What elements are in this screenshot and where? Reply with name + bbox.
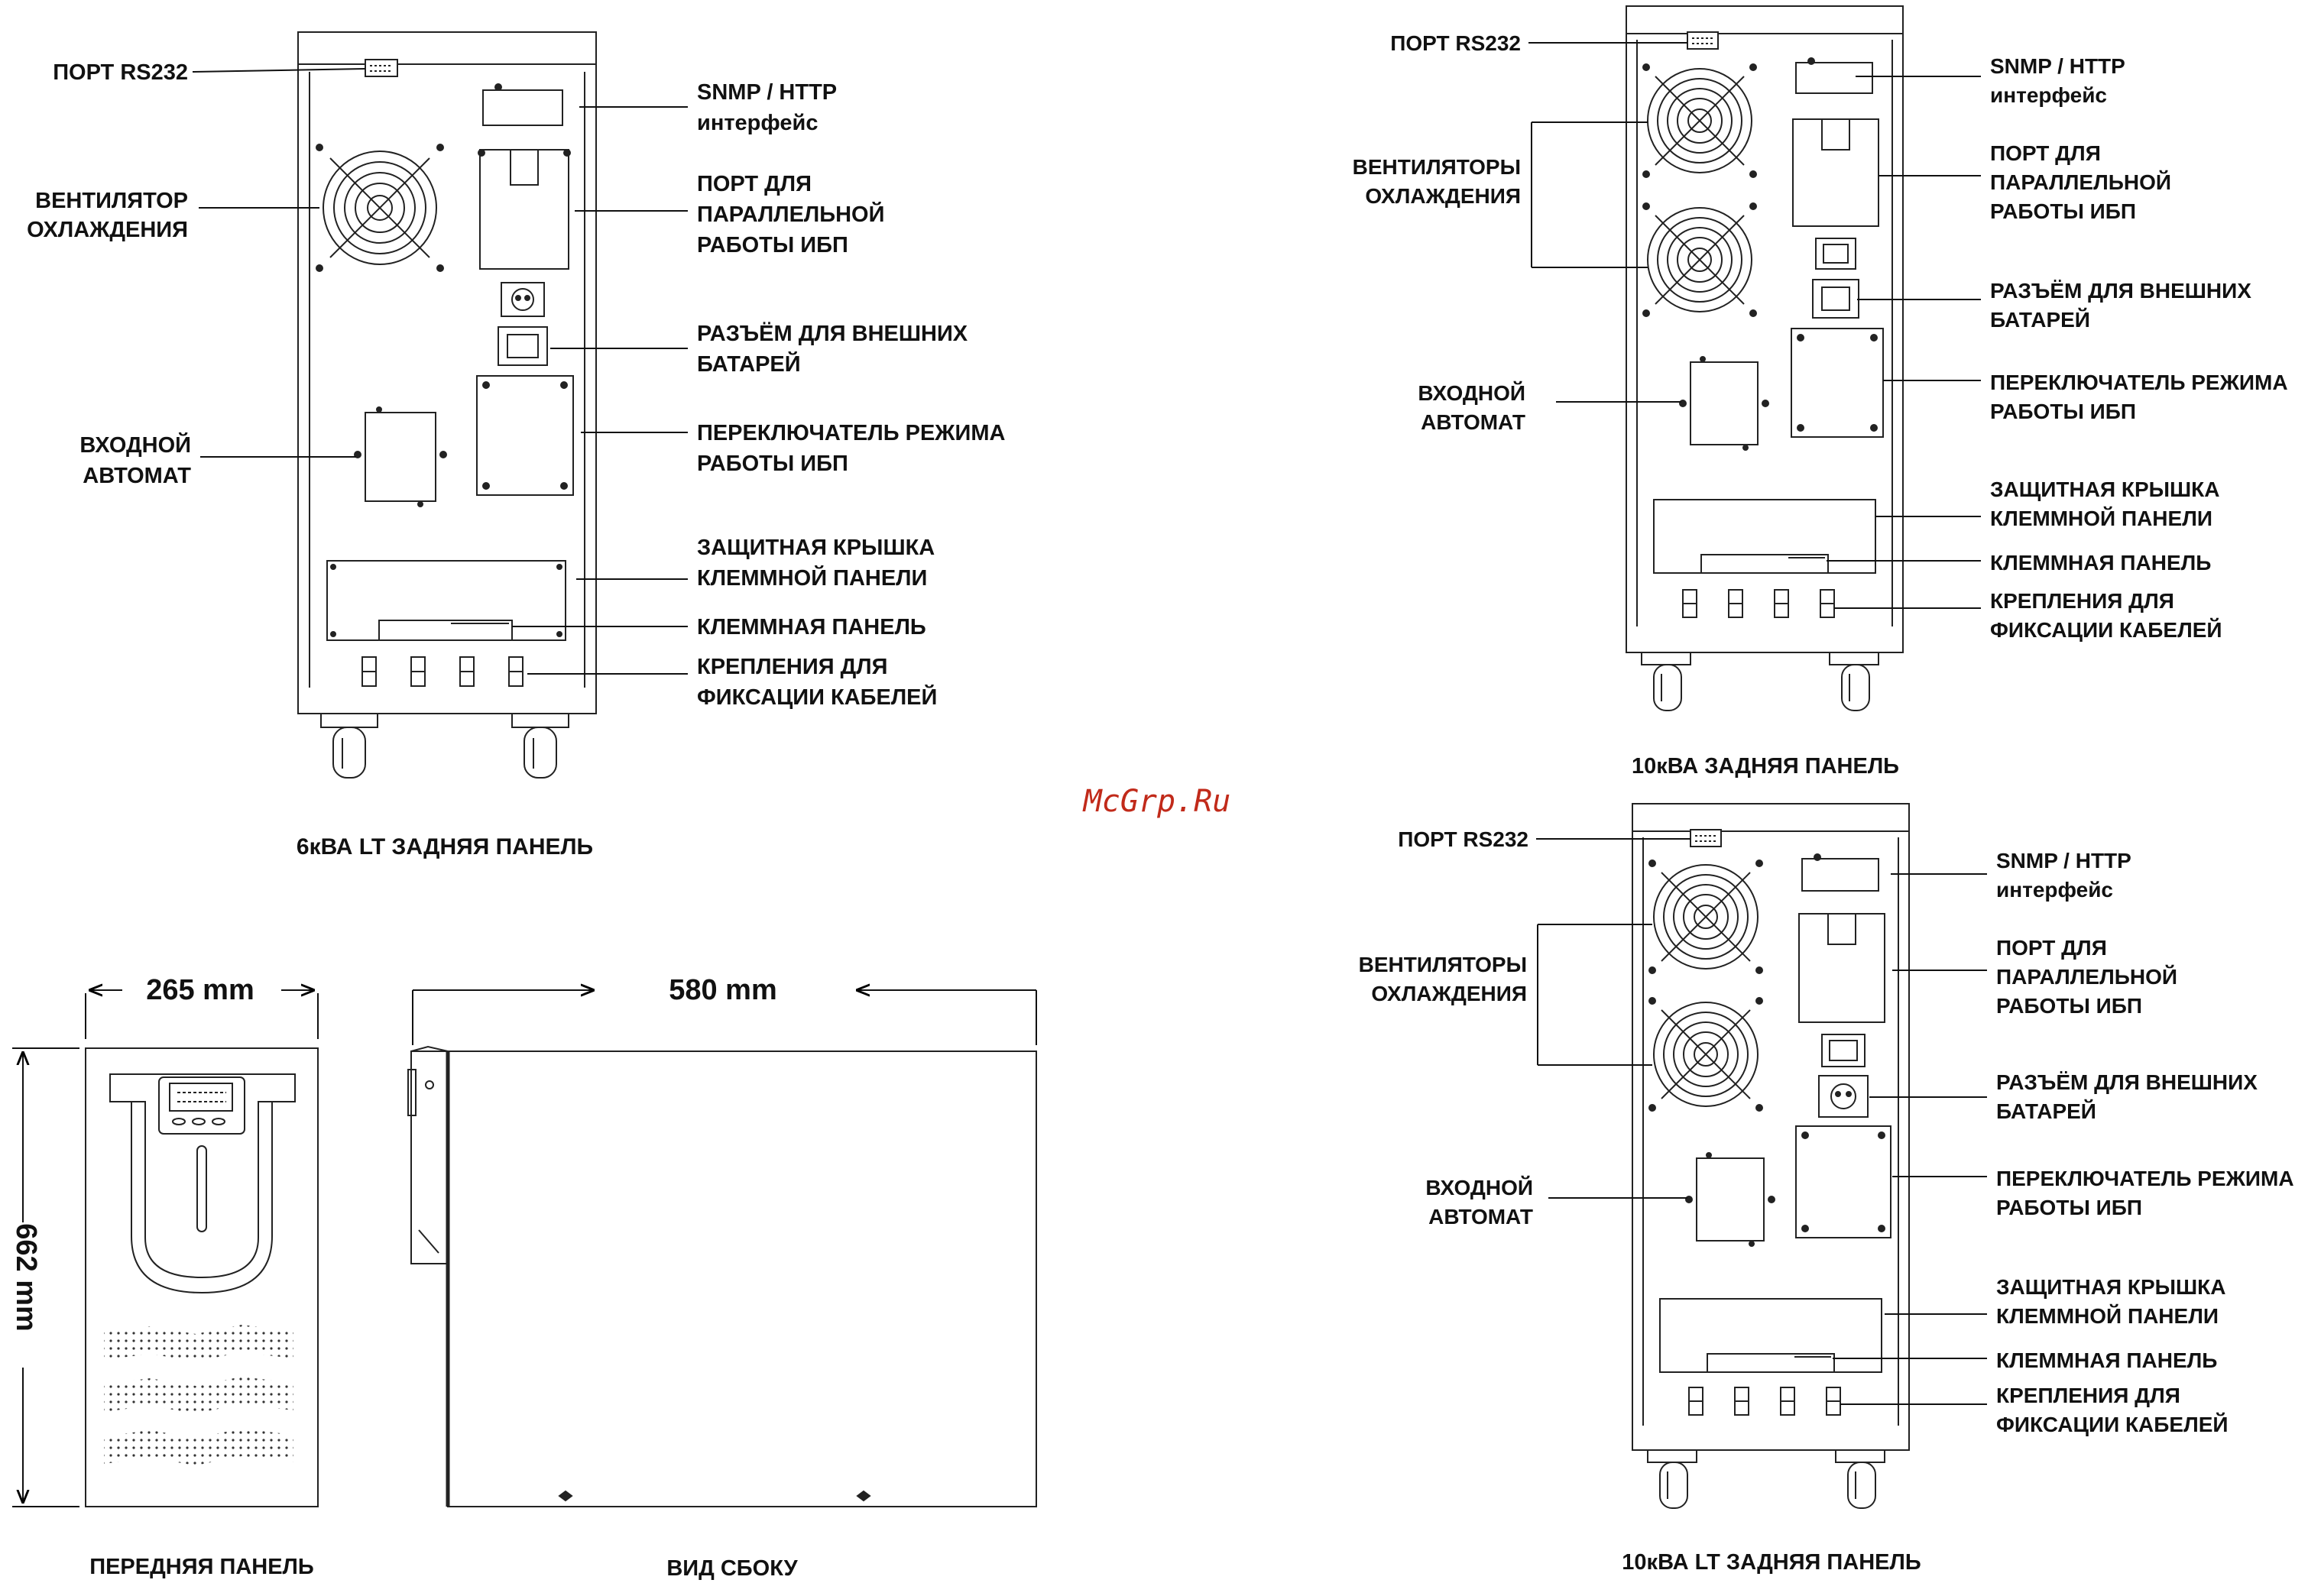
- rear-panel-10kva-lt-labels: ПОРТ RS232 SNMP / HTTP интерфейс ВЕНТИЛЯ…: [1359, 827, 2294, 1436]
- side-dimension-lines: [412, 990, 1037, 1045]
- label-cable-clamps: ФИКСАЦИИ КАБЕЛЕЙ: [697, 684, 937, 710]
- label-cooling-fans: ВЕНТИЛЯТОРЫ: [1359, 953, 1527, 976]
- cooling-fan-bottom-icon: [1648, 997, 1763, 1112]
- caster-wheels-icon: [320, 713, 569, 779]
- label-parallel-port: ПОРТ ДЛЯ: [697, 172, 812, 196]
- input-breaker-icon: [354, 406, 447, 507]
- label-terminal-cover: ЗАЩИТНАЯ КРЫШКА: [697, 536, 935, 560]
- label-cable-clamps: КРЕПЛЕНИЯ ДЛЯ: [697, 655, 887, 679]
- label-cable-clamps: КРЕПЛЕНИЯ ДЛЯ: [1996, 1384, 2180, 1407]
- label-terminal-panel: КЛЕММНАЯ ПАНЕЛЬ: [697, 615, 926, 639]
- battery-connector-icon: [498, 282, 548, 366]
- label-parallel-port: РАБОТЫ ИБП: [697, 233, 848, 257]
- label-parallel-port: ПОРТ ДЛЯ: [1996, 936, 2107, 960]
- rear-panel-10kva-labels: ПОРТ RS232 SNMP / HTTP интерфейс ВЕНТИЛЯ…: [1353, 31, 2288, 642]
- parallel-port-icon: [478, 149, 571, 270]
- label-terminal-cover: КЛЕММНОЙ ПАНЕЛИ: [697, 565, 927, 591]
- caption-10kva-rear: 10кВА ЗАДНЯЯ ПАНЕЛЬ: [1632, 754, 1899, 779]
- label-input-breaker: ВХОДНОЙ: [79, 432, 191, 458]
- caption-6kva-lt-rear: 6кВА LT ЗАДНЯЯ ПАНЕЛЬ: [297, 834, 593, 860]
- label-parallel-port: ПОРТ ДЛЯ: [1990, 141, 2101, 165]
- label-mode-switch: ПЕРЕКЛЮЧАТЕЛЬ РЕЖИМА: [1996, 1167, 2294, 1190]
- label-battery-connector: БАТАРЕЙ: [1990, 307, 2090, 332]
- label-cable-clamps: ФИКСАЦИИ КАБЕЛЕЙ: [1990, 617, 2222, 642]
- dimension-width: 265 mm: [146, 974, 254, 1006]
- cooling-fan-top-icon: [1648, 860, 1763, 974]
- cooling-fan-icon: [316, 144, 444, 272]
- caption-side-view: ВИД СБОКУ: [666, 1556, 798, 1581]
- label-input-breaker: АВТОМАТ: [83, 464, 191, 488]
- label-input-breaker: АВТОМАТ: [1421, 410, 1525, 434]
- label-cooling-fans: ВЕНТИЛЯТОРЫ: [1353, 155, 1521, 179]
- rear-panel-10kva-leaders: [1528, 42, 1981, 609]
- front-vent-grille-icon: [104, 1325, 293, 1465]
- rear-panel-6kva-lt-leaders: [192, 68, 688, 675]
- label-battery-connector: РАЗЪЁМ ДЛЯ ВНЕШНИХ: [1996, 1070, 2258, 1094]
- label-terminal-cover: ЗАЩИТНАЯ КРЫШКА: [1990, 478, 2220, 501]
- mode-switch-icon: [476, 375, 574, 496]
- label-terminal-cover: КЛЕММНОЙ ПАНЕЛИ: [1996, 1303, 2219, 1328]
- label-snmp-http: SNMP / HTTP: [1996, 849, 2131, 872]
- label-parallel-port: ПАРАЛЛЕЛЬНОЙ: [1996, 964, 2177, 989]
- label-snmp-interface: интерфейс: [1996, 878, 2113, 902]
- label-mode-switch: РАБОТЫ ИБП: [1996, 1196, 2142, 1219]
- label-cooling-fans: ОХЛАЖДЕНИЯ: [1365, 184, 1521, 208]
- label-parallel-port: РАБОТЫ ИБП: [1990, 199, 2136, 223]
- dimension-depth: 580 mm: [669, 974, 777, 1006]
- cooling-fan-bottom-icon: [1642, 202, 1757, 317]
- label-cable-clamps: ФИКСАЦИИ КАБЕЛЕЙ: [1996, 1412, 2229, 1436]
- front-bezel-icon: [109, 1073, 296, 1294]
- label-input-breaker: ВХОДНОЙ: [1418, 380, 1525, 405]
- label-rs232-port: ПОРТ RS232: [1398, 827, 1528, 851]
- label-parallel-port: РАБОТЫ ИБП: [1996, 994, 2142, 1018]
- rear-panel-6kva-lt: [297, 31, 597, 779]
- label-snmp-http: SNMP / HTTP: [1990, 54, 2125, 78]
- label-rs232-port: ПОРТ RS232: [1390, 31, 1521, 55]
- terminal-cover-icon: [326, 560, 566, 641]
- rear-panel-6kva-lt-labels: ПОРТ RS232 SNMP / HTTP интерфейс ВЕНТИЛЯ…: [27, 60, 1005, 710]
- label-snmp-http: SNMP / HTTP: [697, 80, 837, 105]
- dimension-height: 662 mm: [10, 1223, 42, 1332]
- label-battery-connector: БАТАРЕЙ: [697, 351, 801, 377]
- label-snmp-interface: интерфейс: [1990, 83, 2107, 107]
- label-parallel-port: ПАРАЛЛЕЛЬНОЙ: [1990, 170, 2171, 194]
- label-mode-switch: ПЕРЕКЛЮЧАТЕЛЬ РЕЖИМА: [1990, 371, 2288, 394]
- label-terminal-cover: КЛЕММНОЙ ПАНЕЛИ: [1990, 506, 2212, 530]
- caption-10kva-lt-rear: 10кВА LT ЗАДНЯЯ ПАНЕЛЬ: [1622, 1550, 1921, 1575]
- label-battery-connector: БАТАРЕЙ: [1996, 1099, 2096, 1123]
- label-cable-clamps: КРЕПЛЕНИЯ ДЛЯ: [1990, 589, 2174, 613]
- watermark: McGrp.Ru: [1082, 784, 1231, 819]
- caption-front-panel: ПЕРЕДНЯЯ ПАНЕЛЬ: [89, 1555, 313, 1579]
- label-input-breaker: ВХОДНОЙ: [1425, 1175, 1533, 1199]
- rear-panel-10kva-lt-leaders: [1536, 838, 1987, 1405]
- label-snmp-interface: интерфейс: [697, 111, 818, 135]
- label-mode-switch: РАБОТЫ ИБП: [697, 452, 848, 476]
- label-cooling-fan: ОХЛАЖДЕНИЯ: [27, 218, 188, 242]
- label-input-breaker: АВТОМАТ: [1428, 1205, 1533, 1229]
- front-panel: [85, 1047, 319, 1507]
- rear-panel-10kva-lt: [1632, 803, 1910, 1509]
- label-terminal-panel: КЛЕММНАЯ ПАНЕЛЬ: [1990, 551, 2211, 575]
- label-rs232-port: ПОРТ RS232: [53, 60, 188, 85]
- rear-panel-10kva: [1626, 5, 1904, 711]
- label-mode-switch: РАБОТЫ ИБП: [1990, 400, 2136, 423]
- label-cooling-fans: ОХЛАЖДЕНИЯ: [1371, 982, 1527, 1005]
- label-terminal-panel: КЛЕММНАЯ ПАНЕЛЬ: [1996, 1348, 2217, 1372]
- label-terminal-cover: ЗАЩИТНАЯ КРЫШКА: [1996, 1275, 2226, 1299]
- side-view: [407, 1045, 1037, 1507]
- front-dimension-lines: [12, 990, 319, 1507]
- label-battery-connector: РАЗЪЁМ ДЛЯ ВНЕШНИХ: [1990, 279, 2251, 303]
- label-cooling-fan: ВЕНТИЛЯТОР: [35, 189, 188, 213]
- label-parallel-port: ПАРАЛЛЕЛЬНОЙ: [697, 201, 884, 227]
- label-battery-connector: РАЗЪЁМ ДЛЯ ВНЕШНИХ: [697, 321, 968, 346]
- cooling-fan-top-icon: [1642, 63, 1757, 178]
- cable-clamps-icon: [361, 656, 524, 687]
- label-mode-switch: ПЕРЕКЛЮЧАТЕЛЬ РЕЖИМА: [697, 421, 1006, 445]
